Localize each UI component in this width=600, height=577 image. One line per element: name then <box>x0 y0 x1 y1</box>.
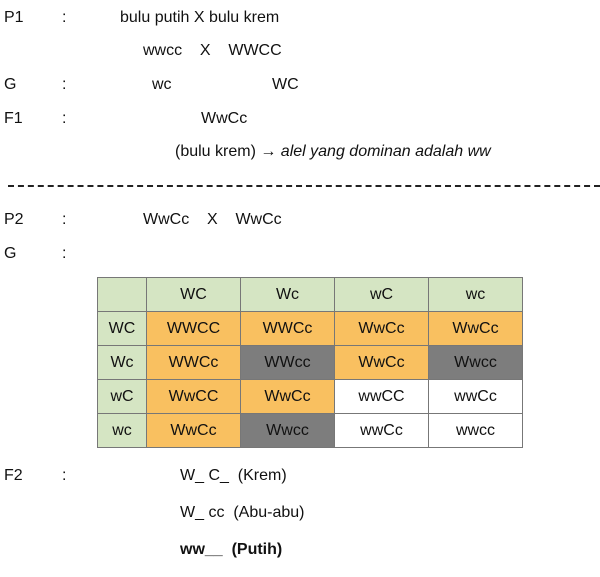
punnett-row-header: Wc <box>97 345 147 380</box>
f1-note: (bulu krem) → alel yang dominan adalah w… <box>175 142 491 162</box>
punnett-cell-krem: WwCc <box>240 379 335 414</box>
f1-colon: : <box>62 110 67 127</box>
punnett-row: Wc WWCc WWcc WwCc Wwcc <box>97 345 523 380</box>
g1-colon: : <box>62 76 67 93</box>
f2-label: F2 <box>4 467 23 484</box>
g1-gamete-left: wc <box>152 76 172 93</box>
punnett-cell-putih: wwCC <box>334 379 429 414</box>
punnett-cell-putih: wwcc <box>428 413 523 448</box>
f1-note-prefix: (bulu krem) → <box>175 143 281 160</box>
p2-colon: : <box>62 211 67 228</box>
punnett-cell-abu: Wwcc <box>240 413 335 448</box>
punnett-cell-krem: WwCc <box>334 345 429 380</box>
f2-phenotype-putih: ww__ (Putih) <box>180 541 283 558</box>
punnett-row: WC WWCC WWCc WwCc WwCc <box>97 311 523 346</box>
f2-colon: : <box>62 467 67 484</box>
g1-gamete-right: WC <box>272 76 299 93</box>
dashed-divider <box>8 185 600 187</box>
punnett-col-header: Wc <box>240 277 335 312</box>
punnett-cell-krem: WWCc <box>240 311 335 346</box>
punnett-cell-putih: wwCc <box>334 413 429 448</box>
punnett-row-header: wc <box>97 413 147 448</box>
punnett-cell-abu: WWcc <box>240 345 335 380</box>
punnett-row: wC WwCC WwCc wwCC wwCc <box>97 379 523 414</box>
f1-genotype: WwCc <box>201 110 248 127</box>
f2-phenotype-krem: W_ C_ (Krem) <box>180 467 287 484</box>
f2-phenotype-abu-abu: W_ cc (Abu-abu) <box>180 504 305 521</box>
g2-label: G <box>4 245 17 262</box>
p1-genotype-cross: wwcc X WWCC <box>143 42 282 59</box>
punnett-cell-krem: WwCc <box>146 413 241 448</box>
punnett-col-header: wC <box>334 277 429 312</box>
p2-label: P2 <box>4 211 24 228</box>
punnett-cell-krem: WWCc <box>146 345 241 380</box>
punnett-corner-cell <box>97 277 147 312</box>
p1-colon: : <box>62 9 67 26</box>
punnett-cell-krem: WWCC <box>146 311 241 346</box>
punnett-row-header: WC <box>97 311 147 346</box>
punnett-cell-krem: WwCC <box>146 379 241 414</box>
punnett-col-header: WC <box>146 277 241 312</box>
p2-genotype-cross: WwCc X WwCc <box>143 211 282 228</box>
punnett-cell-krem: WwCc <box>334 311 429 346</box>
punnett-cell-putih: wwCc <box>428 379 523 414</box>
g1-label: G <box>4 76 17 93</box>
f1-note-dominant-allele: alel yang dominan adalah ww <box>280 143 491 160</box>
punnett-col-header: wc <box>428 277 523 312</box>
punnett-row: wc WwCc Wwcc wwCc wwcc <box>97 413 523 448</box>
punnett-cell-krem: WwCc <box>428 311 523 346</box>
punnett-square: WC Wc wC wc WC WWCC WWCc WwCc WwCc Wc WW… <box>97 277 523 448</box>
punnett-row-header: wC <box>97 379 147 414</box>
p1-label: P1 <box>4 9 24 26</box>
punnett-header-row: WC Wc wC wc <box>97 277 523 312</box>
f1-label: F1 <box>4 110 23 127</box>
g2-colon: : <box>62 245 67 262</box>
p1-phenotype-cross: bulu putih X bulu krem <box>120 9 280 26</box>
punnett-cell-abu: Wwcc <box>428 345 523 380</box>
